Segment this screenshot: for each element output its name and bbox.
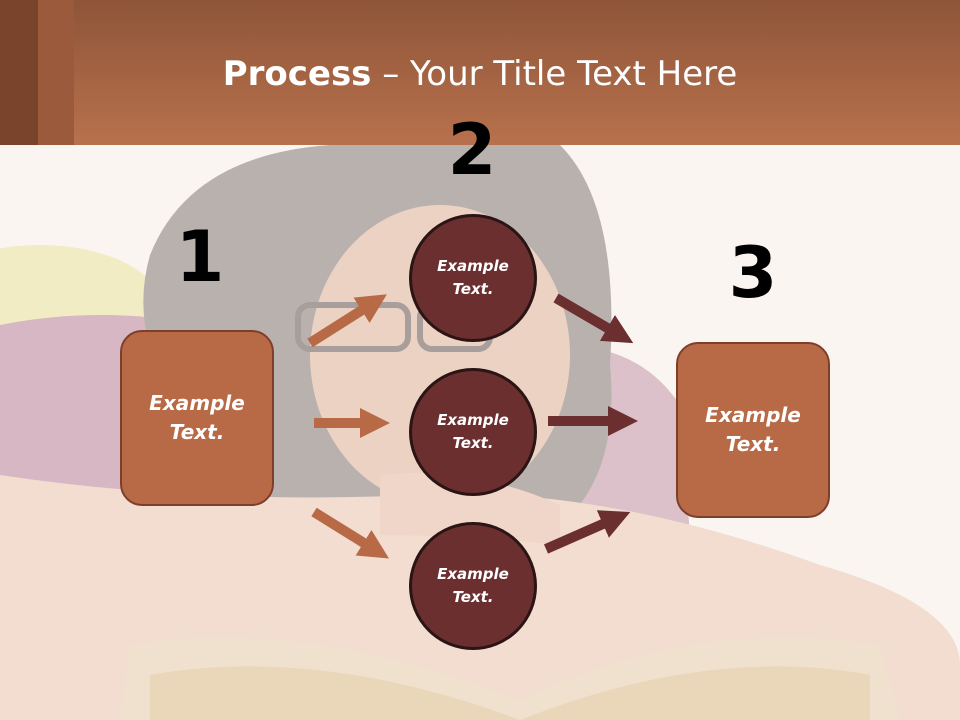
process-box-left: Example Text. bbox=[120, 330, 274, 506]
circle-bottom-text: Example Text. bbox=[437, 565, 509, 606]
process-circle-middle: Example Text. bbox=[409, 368, 537, 496]
step-number-3: 3 bbox=[728, 232, 778, 314]
circle-middle-text: Example Text. bbox=[437, 411, 509, 452]
circle-top-text: Example Text. bbox=[437, 257, 509, 298]
accent-strip bbox=[38, 0, 74, 145]
process-box-right: Example Text. bbox=[676, 342, 830, 518]
title-rest: – Your Title Text Here bbox=[371, 54, 738, 94]
accent-strip bbox=[0, 0, 38, 145]
box-right-text: Example Text. bbox=[705, 403, 801, 456]
step-number-2: 2 bbox=[447, 109, 497, 191]
title-bold: Process bbox=[222, 54, 372, 94]
step-number-1: 1 bbox=[175, 216, 225, 298]
slide-title: Process – Your Title Text Here bbox=[0, 54, 960, 94]
box-left-text: Example Text. bbox=[149, 391, 245, 444]
title-banner: Process – Your Title Text Here bbox=[0, 0, 960, 145]
process-circle-bottom: Example Text. bbox=[409, 522, 537, 650]
process-circle-top: Example Text. bbox=[409, 214, 537, 342]
